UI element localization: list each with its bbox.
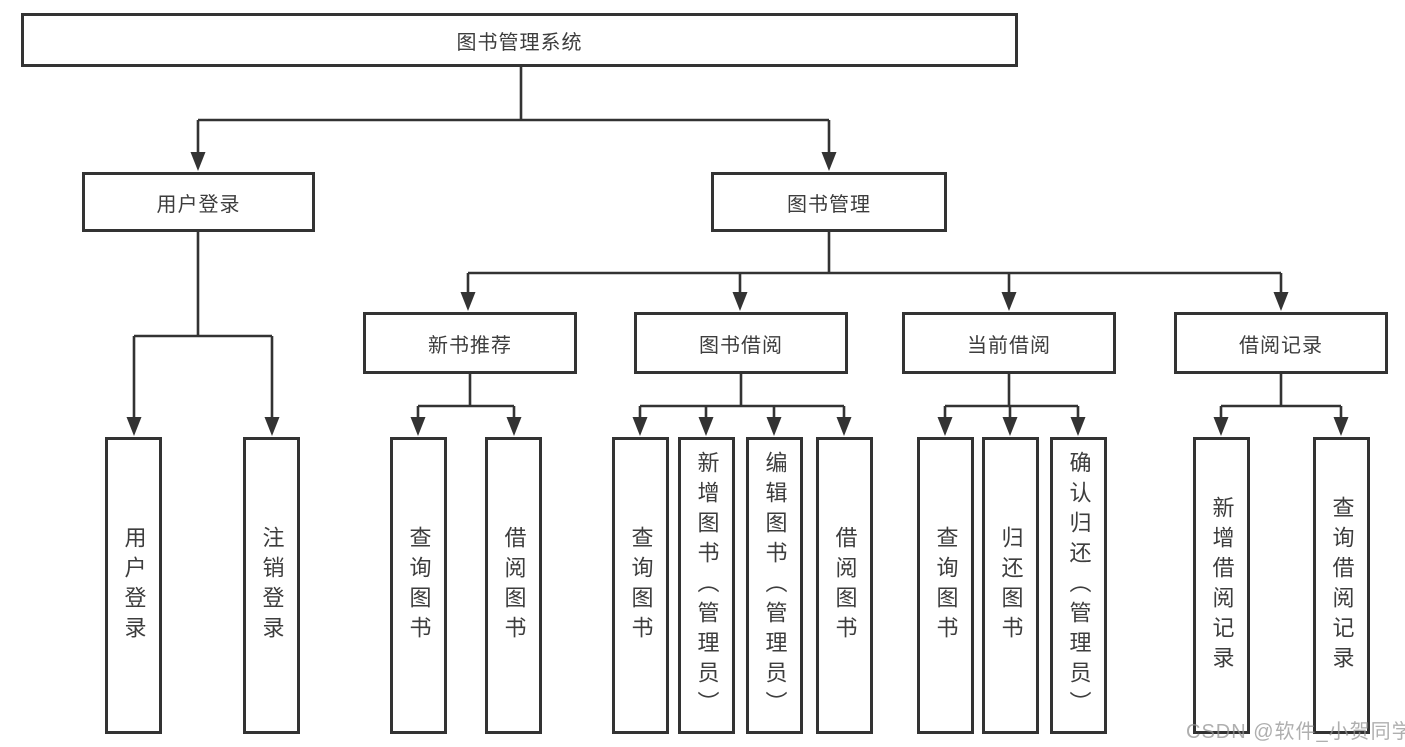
node-user-login: 用户登录: [82, 172, 315, 232]
node-label: 图书管理系统: [456, 31, 583, 54]
leaf-add-book-admin: 新增图书（管理员）: [678, 437, 735, 734]
leaf-borrow-books-recommend: 借阅图书: [485, 437, 542, 734]
node-label: 借阅图书: [832, 525, 858, 646]
leaf-confirm-return-admin: 确认归还（管理员）: [1050, 437, 1107, 734]
node-label: 图书管理: [787, 193, 871, 216]
node-label: 当前借阅: [967, 334, 1051, 357]
node-label: 用户登录: [156, 193, 241, 216]
leaf-user-login: 用户登录: [105, 437, 162, 734]
node-label: 归还图书: [998, 525, 1024, 646]
leaf-return-book: 归还图书: [982, 437, 1039, 734]
node-label: 查询图书: [933, 525, 959, 646]
leaf-edit-book-admin: 编辑图书（管理员）: [746, 437, 803, 734]
node-new-book-recommend: 新书推荐: [363, 312, 577, 374]
node-label: 编辑图书（管理员）: [762, 450, 788, 721]
node-label: 借阅图书: [501, 525, 527, 646]
node-label: 查询借阅记录: [1329, 495, 1355, 676]
leaf-query-books-recommend: 查询图书: [390, 437, 447, 734]
node-borrow-records: 借阅记录: [1174, 312, 1388, 374]
leaf-add-borrow-record: 新增借阅记录: [1193, 437, 1250, 734]
leaf-query-borrow-record: 查询借阅记录: [1313, 437, 1370, 734]
leaf-query-books-current: 查询图书: [917, 437, 974, 734]
leaf-borrow-books-borrow: 借阅图书: [816, 437, 873, 734]
node-book-borrow: 图书借阅: [634, 312, 848, 374]
arrowhead-icons: [126, 152, 1349, 436]
node-label: 用户登录: [121, 525, 147, 646]
node-label: 新增图书（管理员）: [694, 450, 720, 721]
node-label: 借阅记录: [1239, 334, 1323, 357]
node-label: 新书推荐: [428, 334, 512, 357]
node-label: 新增借阅记录: [1209, 495, 1235, 676]
node-label: 查询图书: [628, 525, 654, 646]
node-current-borrow: 当前借阅: [902, 312, 1116, 374]
csdn-watermark: CSDN @软件_小贺同学: [1186, 721, 1405, 743]
node-label: 查询图书: [406, 525, 432, 646]
node-label: 注销登录: [259, 525, 285, 646]
node-library-system: 图书管理系统: [21, 13, 1018, 67]
leaf-logout: 注销登录: [243, 437, 300, 734]
node-book-management: 图书管理: [711, 172, 947, 232]
node-label: 确认归还（管理员）: [1066, 450, 1092, 721]
node-label: 图书借阅: [699, 334, 783, 357]
leaf-query-books-borrow: 查询图书: [612, 437, 669, 734]
